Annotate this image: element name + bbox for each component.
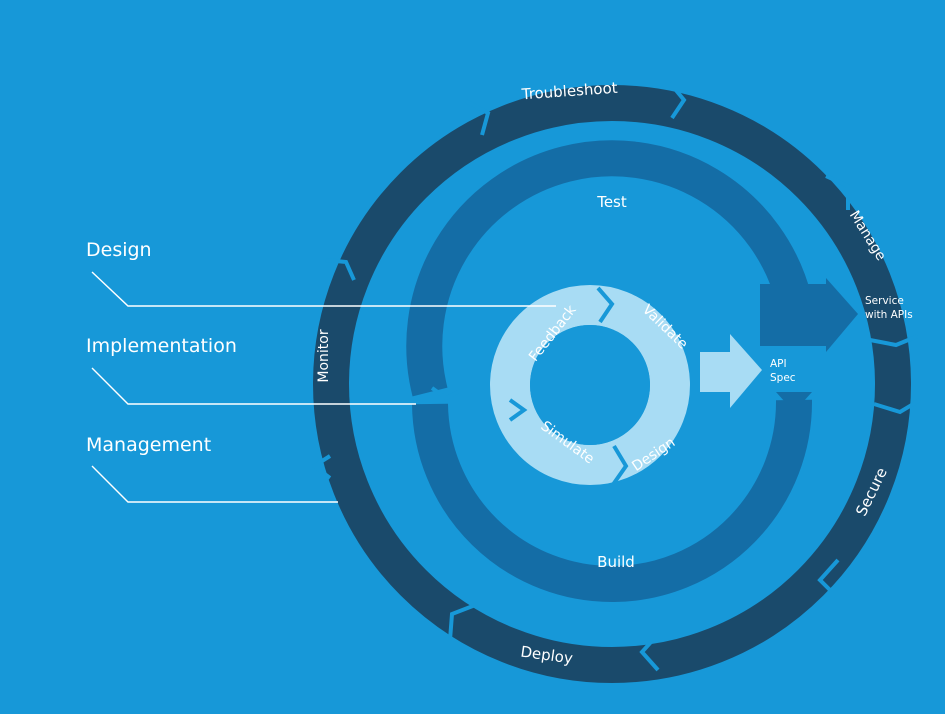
middle-label-build: Build: [597, 553, 635, 571]
middle-label-test: Test: [596, 193, 627, 211]
inner-ring: [490, 285, 762, 488]
management-leader-line: [91, 465, 338, 503]
outer-chevron: [873, 398, 922, 415]
leader-lines: [91, 271, 556, 503]
middle-labels: Test Build: [596, 193, 635, 571]
side-label-management: Management: [86, 434, 212, 456]
api-spec-label-line1: API: [770, 358, 787, 370]
side-label-design: Design: [86, 239, 152, 261]
api-arrow: [700, 334, 762, 408]
outer-chevron: [325, 258, 356, 281]
inner-chevron: [610, 444, 629, 488]
outer-chevron: [465, 99, 491, 136]
service-label-line1: Service: [865, 295, 904, 307]
outer-chevron: [825, 174, 850, 210]
outer-chevron: [869, 334, 919, 348]
middle-ring: [406, 140, 858, 602]
outer-chevron: [310, 454, 332, 480]
side-label-implementation: Implementation: [86, 335, 237, 357]
service-label-line2: with APIs: [865, 309, 913, 321]
outer-label-monitor: Monitor: [316, 329, 332, 382]
inner-chevron: [508, 398, 528, 422]
outer-ring-band: [313, 85, 911, 683]
outer-chevron: [668, 81, 687, 120]
outer-chevron: [448, 602, 479, 641]
outer-chevron: [817, 558, 840, 598]
middle-ring-bottom-arc: [412, 399, 813, 602]
service-arrow: [760, 278, 858, 352]
output-labels: Service with APIs API Spec: [770, 295, 913, 384]
implementation-leader-line: [91, 367, 416, 405]
design-leader-line: [91, 271, 556, 307]
outer-ring: [310, 81, 922, 683]
middle-chevron: [430, 386, 459, 401]
middle-ring-notch: [776, 392, 812, 412]
outer-chevron: [639, 630, 662, 672]
middle-ring-top-arc: [406, 140, 812, 397]
api-spec-label-line2: Spec: [770, 372, 796, 384]
inner-chevron: [596, 286, 615, 324]
inner-ring-band: [490, 285, 690, 485]
inner-hole: [530, 325, 650, 445]
